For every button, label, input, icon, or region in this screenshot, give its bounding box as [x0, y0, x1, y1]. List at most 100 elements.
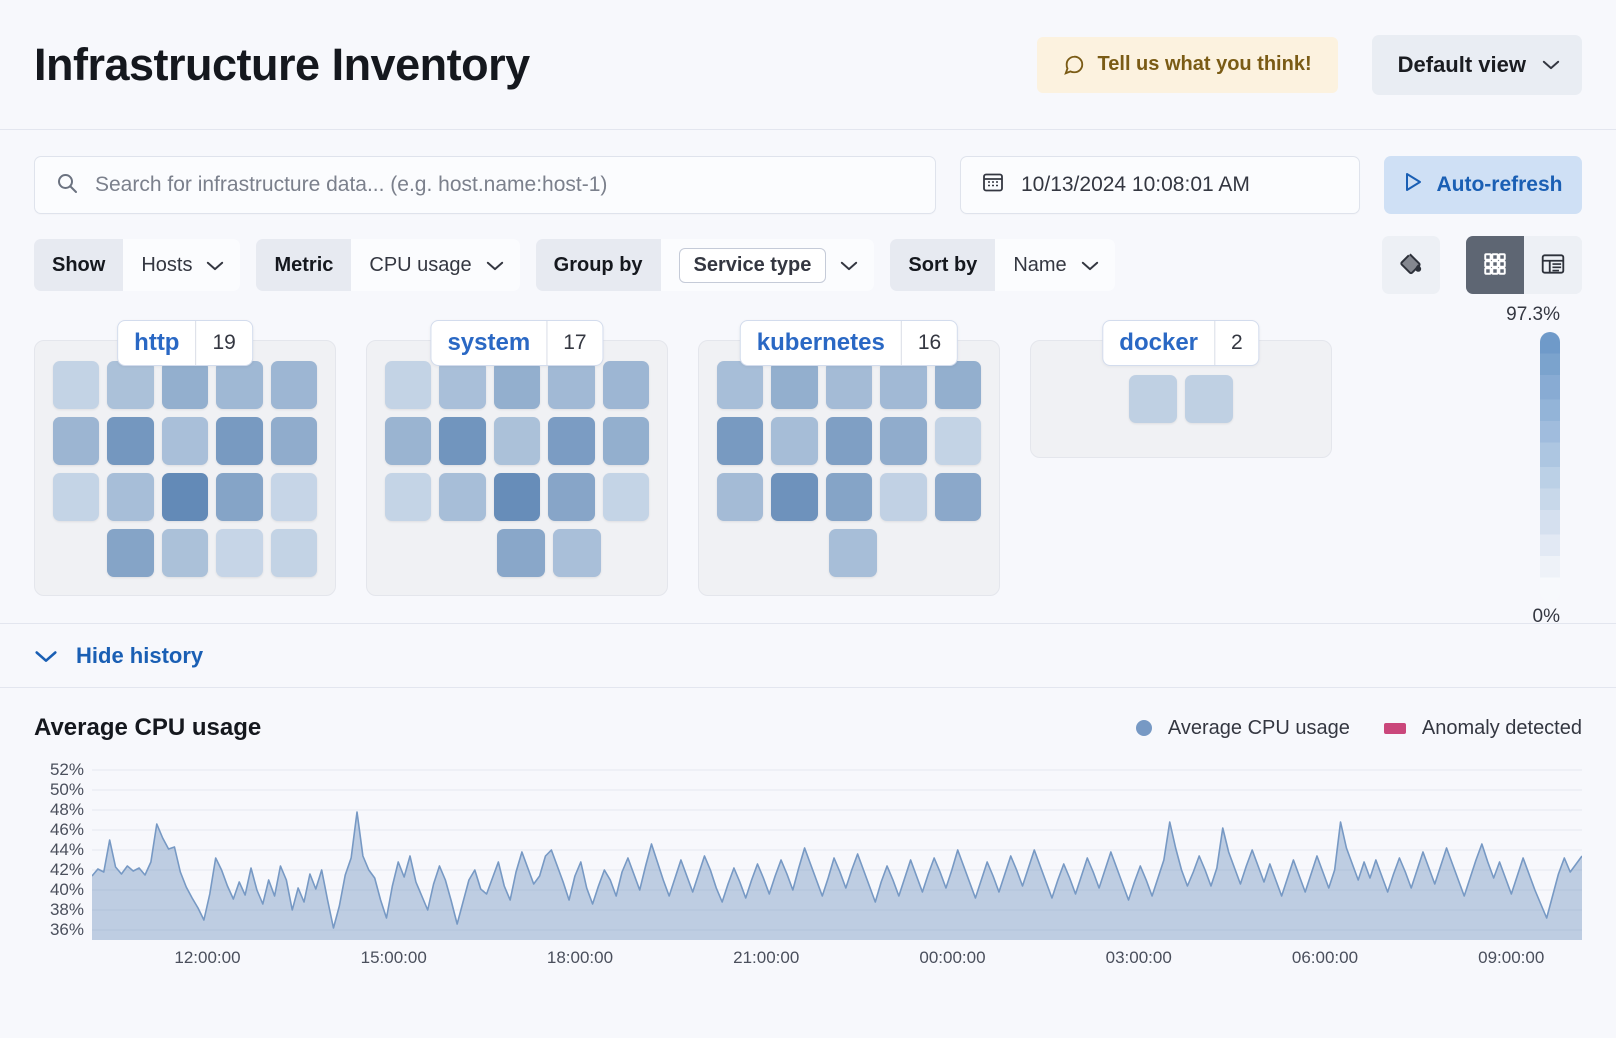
page-header: Infrastructure Inventory Tell us what yo… [0, 0, 1616, 130]
heatmap-tile[interactable] [1185, 375, 1233, 423]
tile-row [385, 417, 650, 465]
heatmap-tile[interactable] [771, 417, 818, 465]
heatmap-tile[interactable] [216, 473, 263, 521]
auto-refresh-button[interactable]: Auto-refresh [1384, 156, 1582, 214]
chart-canvas [91, 760, 1583, 940]
heatmap-tile[interactable] [602, 361, 650, 409]
tile-spacer [717, 529, 765, 577]
filter-value-text: Hosts [141, 253, 193, 276]
heatmap-tile[interactable] [934, 361, 982, 409]
table-view-toggle[interactable] [1524, 236, 1582, 294]
heatmap-tile[interactable] [385, 473, 432, 521]
filter-value-select[interactable]: Service type [660, 239, 875, 291]
group-name-link[interactable]: docker [1119, 329, 1199, 356]
heatmap-tile[interactable] [439, 473, 486, 521]
heatmap-tile[interactable] [602, 417, 650, 465]
filter-label: Sort by [890, 239, 996, 291]
search-box[interactable] [34, 156, 936, 214]
legend-gradient-bar [1540, 332, 1560, 602]
filter-value-select[interactable]: Name [995, 239, 1115, 291]
heatmap-tile[interactable] [385, 417, 432, 465]
chart-legend: Average CPU usage Anomaly detected [1135, 717, 1582, 740]
heatmap-tile[interactable] [439, 361, 486, 409]
heatmap-tile[interactable] [107, 361, 154, 409]
toolbar: 10/13/2024 10:08:01 AM Auto-refresh Show… [0, 130, 1616, 294]
heatmap-tile[interactable] [439, 417, 486, 465]
heatmap-tile[interactable] [825, 417, 873, 465]
heatmap-tile[interactable] [934, 417, 982, 465]
hide-history-toggle[interactable]: Hide history [34, 643, 203, 669]
chevron-down-icon [486, 260, 504, 271]
tile-spacer [441, 529, 489, 577]
heatmap-tile[interactable] [216, 417, 263, 465]
legend-min-label: 0% [1532, 606, 1560, 627]
heatmap-tile[interactable] [717, 417, 764, 465]
chart-legend-item[interactable]: Average CPU usage [1135, 717, 1350, 740]
group-name-link[interactable]: system [447, 329, 531, 356]
default-view-button[interactable]: Default view [1371, 34, 1582, 95]
paint-bucket-icon-button[interactable] [1382, 236, 1440, 294]
heatmap-tile[interactable] [934, 473, 982, 521]
tile-row [717, 473, 982, 521]
group-name-link[interactable]: http [134, 329, 180, 356]
heatmap-tile[interactable] [216, 529, 263, 577]
heatmap-tile[interactable] [825, 361, 873, 409]
heatmap-tile[interactable] [161, 361, 209, 409]
tile-row [53, 361, 318, 409]
heatmap-tile[interactable] [270, 417, 318, 465]
paint-bucket-icon [1398, 251, 1424, 280]
heatmap-tile[interactable] [880, 417, 927, 465]
heatmap-tile[interactable] [270, 529, 318, 577]
heatmap-tile[interactable] [548, 361, 595, 409]
heatmap-tile[interactable] [493, 361, 541, 409]
heatmap-tile[interactable] [829, 529, 877, 577]
heatmap-tile[interactable] [107, 417, 154, 465]
heatmap-tile[interactable] [53, 417, 100, 465]
heatmap-tile[interactable] [161, 417, 209, 465]
group-name-link[interactable]: kubernetes [756, 329, 885, 356]
heatmap-tile[interactable] [717, 473, 764, 521]
filter-value-select[interactable]: CPU usage [351, 239, 520, 291]
y-axis-tick: 42% [49, 860, 84, 879]
x-axis-tick: 06:00:00 [1291, 948, 1359, 967]
heatmap-tile[interactable] [497, 529, 545, 577]
heatmap-tile[interactable] [493, 473, 541, 521]
heatmap-tile[interactable] [216, 361, 263, 409]
heatmap-tile[interactable] [270, 473, 318, 521]
heatmap-tile[interactable] [548, 473, 595, 521]
filter-value-select[interactable]: Hosts [123, 239, 241, 291]
search-input[interactable] [95, 173, 915, 197]
heatmap-tile[interactable] [161, 529, 209, 577]
heatmap-tile[interactable] [880, 473, 927, 521]
heatmap-tile[interactable] [717, 361, 764, 409]
feedback-button[interactable]: Tell us what you think! [1036, 36, 1338, 93]
heatmap-tile[interactable] [553, 529, 601, 577]
heatmap-tile[interactable] [825, 473, 873, 521]
heatmap-tile[interactable] [385, 361, 432, 409]
x-axis-tick: 21:00:00 [733, 948, 800, 967]
heatmap-tile[interactable] [53, 361, 100, 409]
heatmap-tile[interactable] [107, 529, 154, 577]
heatmap-tile[interactable] [1129, 375, 1177, 423]
grid-view-toggle[interactable] [1466, 236, 1524, 294]
heatmap-tile[interactable] [771, 361, 818, 409]
heatmap-tile[interactable] [548, 417, 595, 465]
heatmap-tile[interactable] [771, 473, 818, 521]
heatmap-tile[interactable] [880, 361, 927, 409]
heatmap-tile[interactable] [161, 473, 209, 521]
heatmap-tile[interactable] [107, 473, 154, 521]
heatmap-tile[interactable] [602, 473, 650, 521]
chart-legend-item[interactable]: Anomaly detected [1383, 717, 1582, 740]
heatmap-tile[interactable] [270, 361, 318, 409]
date-value: 10/13/2024 10:08:01 AM [1021, 173, 1250, 196]
heatmap-tile[interactable] [493, 417, 541, 465]
heatmap-tile[interactable] [53, 473, 100, 521]
date-picker[interactable]: 10/13/2024 10:08:01 AM [960, 156, 1360, 214]
